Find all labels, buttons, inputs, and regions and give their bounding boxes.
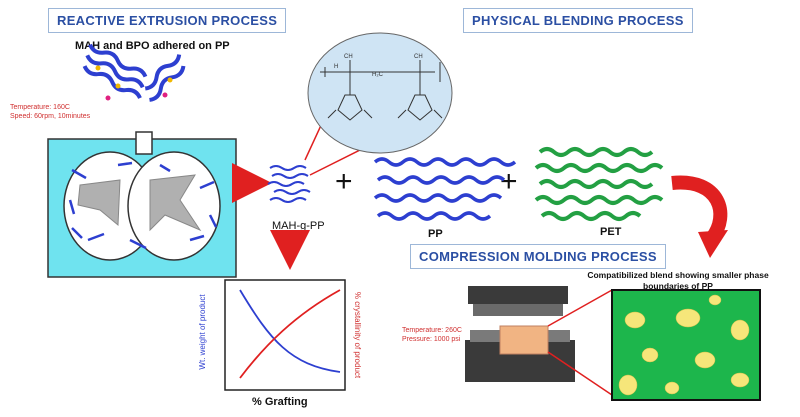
molding-conditions: Temperature: 260C Pressure: 1000 psi <box>402 326 462 344</box>
mah-bpo-label: MAH and BPO adhered on PP <box>75 40 230 52</box>
pp-label: PP <box>428 228 443 240</box>
grafting-axis-label: % Grafting <box>252 396 308 408</box>
plus-sign-2: + <box>500 165 518 198</box>
reactive-extrusion-title: REACTIVE EXTRUSION PROCESS <box>48 8 287 33</box>
mah-g-pp-label: MAH-g-PP <box>272 220 325 232</box>
pet-strands <box>534 147 664 221</box>
curved-arrow <box>671 175 728 243</box>
extrusion-speed: Speed: 60rpm, 10minutes <box>10 113 91 120</box>
molding-pressure: Pressure: 1000 psi <box>402 336 461 343</box>
chem-h: H <box>334 64 338 70</box>
extrusion-temperature: Temperature: 160C <box>10 104 70 111</box>
pp-strands <box>373 157 517 221</box>
curved-arrow-head <box>698 230 728 258</box>
chem-h2c: H₂C <box>372 72 384 78</box>
blend-caption: Compatibilized blend showing smaller pha… <box>587 270 769 291</box>
compression-molding-title: COMPRESSION MOLDING PROCESS <box>410 244 666 269</box>
blend-morphology <box>611 289 761 401</box>
chem-ch3-b: CH <box>414 54 423 60</box>
physical-blending-title: PHYSICAL BLENDING PROCESS <box>463 8 693 33</box>
chem-ch3-a: CH <box>344 54 353 60</box>
mah-g-pp-strands <box>267 165 311 203</box>
molding-temperature: Temperature: 260C <box>402 327 462 334</box>
grafting-chart <box>224 279 346 391</box>
mah-bpo-strands <box>82 43 186 102</box>
compression-press <box>465 286 575 382</box>
mah-g-pp-structure: CH CH H₂C H <box>307 32 453 154</box>
plus-sign-1: + <box>335 165 353 198</box>
pet-label: PET <box>600 226 622 238</box>
blue-curve <box>239 289 341 373</box>
extruder <box>47 131 237 278</box>
extrusion-conditions: Temperature: 160C Speed: 60rpm, 10minute… <box>10 103 90 121</box>
red-curve <box>239 289 341 379</box>
